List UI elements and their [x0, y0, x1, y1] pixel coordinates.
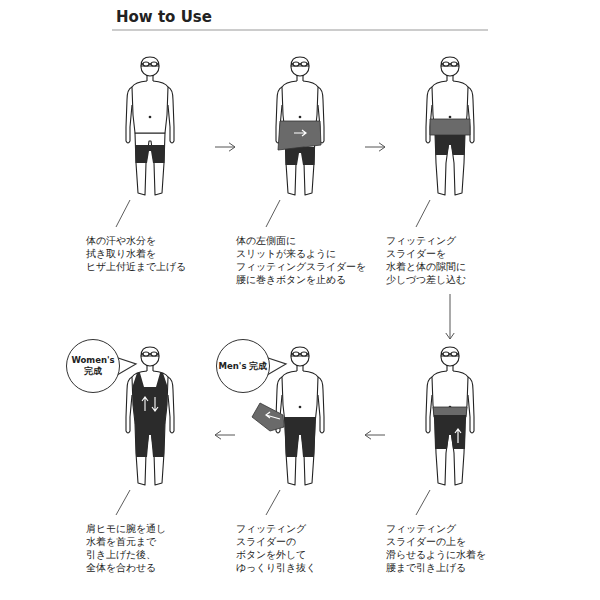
flow-arrow: [365, 431, 385, 439]
figure-step-3: [426, 57, 474, 195]
complete-badge: Men's 完成: [216, 339, 270, 393]
flow-arrow: [215, 431, 235, 439]
flow-arrow: [446, 294, 454, 339]
badge-label: Women's 完成: [67, 355, 119, 377]
flow-arrow: [365, 143, 385, 151]
step-caption: 体の汗や水分を 拭き取り水着を ヒザ上付近まで上げる: [86, 234, 214, 273]
step-caption: フィッティング スライダーの上を 滑らせるように水着を 腰まで引き上げる: [386, 522, 514, 574]
step-panel: 体の左側面に スリットが来るように フィッティングスライダーを 腰に巻きボタンを…: [236, 52, 364, 290]
step-panel: フィッティング スライダーの上を 滑らせるように水着を 腰まで引き上げる: [386, 340, 514, 578]
figure-step-2: [276, 57, 324, 195]
flow-arrow: [215, 143, 235, 151]
step-panel: フィッティング スライダーを 水着と体の隙間に 少しづつ差し込む: [386, 52, 514, 290]
step-panel: 体の汗や水分を 拭き取り水着を ヒザ上付近まで上げる: [86, 52, 214, 277]
step-caption: 肩ヒモに腕を通し 水着を首元まで 引き上げた後、 全体を合わせる: [86, 522, 214, 574]
complete-badge: Women's 完成: [66, 339, 120, 393]
step-caption: フィッティング スライダーの ボタンを外して ゆっくり引き抜く: [236, 522, 364, 574]
step-caption: 体の左側面に スリットが来るように フィッティングスライダーを 腰に巻きボタンを…: [236, 234, 364, 286]
step-caption: フィッティング スライダーを 水着と体の隙間に 少しづつ差し込む: [386, 234, 514, 286]
figure-step-4: [426, 347, 474, 485]
figure-step-1: [126, 57, 174, 195]
leader-lines: [116, 200, 430, 515]
diagram-title: How to Use: [116, 8, 212, 26]
figure-step-6: [126, 347, 174, 485]
badge-label: Men's 完成: [219, 361, 268, 372]
title-rule: [112, 30, 488, 31]
